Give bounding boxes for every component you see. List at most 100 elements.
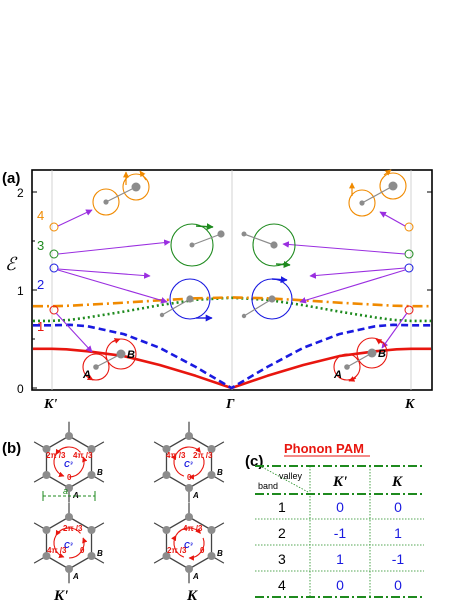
pam-table [255,465,424,598]
band-label-3: 3 [37,238,44,253]
lattice-atom [42,445,51,453]
atom-label-a-kprime: A [82,369,91,381]
lattice-atom [42,552,51,560]
phase-label: 4π /3 [166,451,186,460]
lattice-atom [207,471,216,479]
site-label-a: A [192,572,199,581]
purple-arrows [55,209,408,353]
mode-icon-band1-k: A B [333,337,388,382]
marker-k-2 [404,263,414,273]
valley-label-k: K [186,588,198,604]
arrow-k-3 [282,241,406,255]
valley-label-kprime: K' [53,588,68,604]
circulation-arc [55,446,81,455]
band-2-curve [33,323,431,390]
circulation-arc [175,446,201,455]
marker-kprime-3 [49,249,59,259]
table-title: Phonon PAM [284,441,364,456]
band-3-curve [33,296,431,323]
lattice-atom [185,432,193,440]
panel-label-a: (a) [2,170,20,187]
table-cell-kprime: 1 [336,551,344,567]
circulation-arc [171,535,185,558]
site-label-a: A [72,572,79,581]
mode-icon-band4-k [348,169,407,217]
lattice-atom [42,471,51,479]
phase-label: 2π /3 [63,524,83,533]
band-label-2: 2 [37,277,44,292]
marker-kprime-1 [49,305,59,315]
lattice-atom [185,565,193,573]
lattice-atom [65,513,73,521]
table-cell-band: 3 [278,551,286,567]
phase-label: 4π /3 [47,546,67,555]
marker-k-1 [404,305,414,315]
mode-icon-band2-k [241,276,293,320]
circulation-arc [188,537,205,561]
arrow-kprime-2-b [57,269,168,304]
site-label-b: B [97,549,103,558]
lattice-atom [65,565,73,573]
lattice-atom [87,445,96,453]
arrow-kprime-1 [55,312,93,353]
band-label-4: 4 [37,208,44,223]
atom-label-b-k: B [378,348,386,360]
lattice-atom [162,526,171,534]
arrow-kprime-2-a [57,268,151,279]
site-label-b: B [217,549,223,558]
circulation-arc [53,454,65,478]
lattice-atom [87,552,96,560]
site-label-b: B [217,468,223,477]
center-label-c3: C³ [64,460,73,469]
site-label-b: B [97,468,103,477]
table-header-valley: valley [279,471,303,481]
y-tick-0: 0 [17,382,24,396]
panel-label-c: (c) [245,453,263,470]
phase-label: 0 [67,473,72,482]
marker-kprime-4 [49,222,59,232]
phase-label: 0 [200,546,205,555]
circulation-arc [68,537,88,559]
lattice-atom [185,513,193,521]
lattice-atom [87,526,96,534]
table-cell-k: 0 [394,499,402,515]
circulation-arc [53,535,65,559]
arrow-kprime-4 [57,209,93,227]
band-label-1: 1 [37,319,44,334]
y-ticks [32,191,432,389]
table-cell-kprime: 0 [336,577,344,593]
lattice-atom [207,445,216,453]
mode-icon-band1-kprime: A B [82,338,137,381]
table-cell-k: 1 [394,525,402,541]
table-cell-band: 1 [278,499,286,515]
lattice-atom [162,445,171,453]
table-cell-k: -1 [392,551,405,567]
phase-label: 4π /3 [183,524,203,533]
phase-label: 2π /3 [167,546,187,555]
x-tick-gamma: Γ [225,397,235,412]
lattice-atom [207,552,216,560]
arrow-k-1 [381,312,408,349]
marker-kprime-2 [49,263,59,273]
atom-label-a-k: A [333,369,342,381]
table-cell-band: 4 [278,577,286,593]
band-curves [33,296,431,390]
phase-label: 2π /3 [46,451,66,460]
circulation-arc [68,456,88,478]
phase-label: 0 [80,546,85,555]
lattice-atom [65,432,73,440]
circulation-arc [55,527,81,536]
table-col-k: K [391,474,403,490]
band-4-curve [33,296,431,308]
table-cell-kprime: -1 [334,525,347,541]
mode-icon-band4-kprime [92,170,150,216]
y-axis-label: ℰ [5,254,18,274]
lattice-atom [65,484,73,492]
lattice-atom [207,526,216,534]
hexagon-k-bottom: 2π /3 4π /3 0 C³ A B [153,502,225,584]
center-label-c3: C³ [184,541,193,550]
